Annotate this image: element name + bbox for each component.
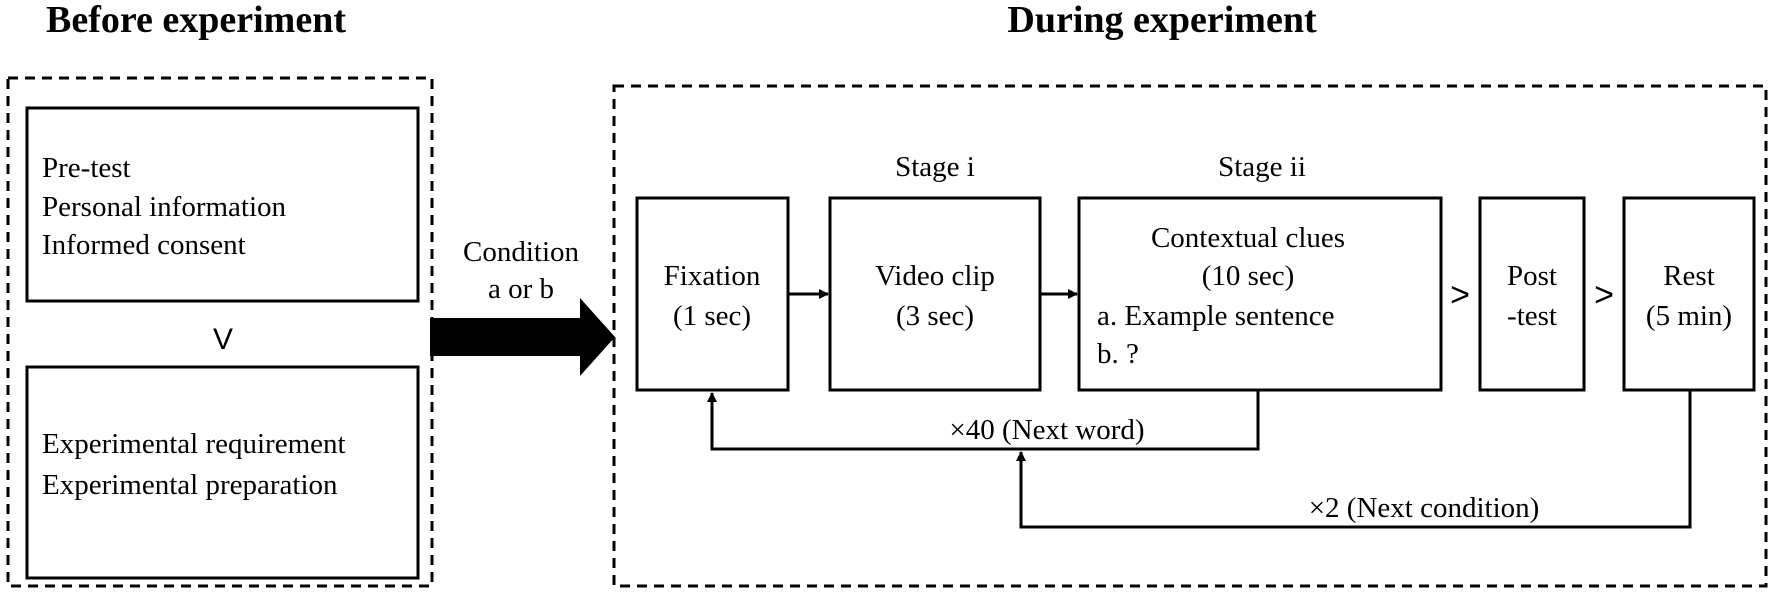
stage-i-label: Stage i xyxy=(895,151,975,183)
fixation-label: Fixation xyxy=(664,260,761,292)
heading-during-experiment: During experiment xyxy=(1007,0,1317,41)
pre-test-line: Pre-test xyxy=(42,152,131,184)
heading-before-experiment: Before experiment xyxy=(46,0,346,41)
personal-information-line: Personal information xyxy=(42,191,287,223)
contextual-clues-label: Contextual clues xyxy=(1151,222,1345,254)
before-separator: V xyxy=(213,323,233,356)
video-clip-duration: (3 sec) xyxy=(896,300,974,332)
contextual-clues-option-a: a. Example sentence xyxy=(1097,300,1335,332)
contextual-clues-duration: (10 sec) xyxy=(1202,260,1295,292)
post-test-label-line1: Post xyxy=(1507,260,1557,292)
before-experiment-frame xyxy=(6,76,434,588)
rest-duration: (5 min) xyxy=(1646,300,1732,332)
separator-posttest-to-rest: > xyxy=(1594,276,1614,314)
inner-loop-label: ×40 (Next word) xyxy=(949,414,1144,446)
rest-box xyxy=(1622,196,1756,392)
condition-label-line2: a or b xyxy=(488,273,554,305)
informed-consent-line: Informed consent xyxy=(42,229,246,261)
video-clip-box xyxy=(828,196,1042,392)
outer-loop-arrow-icon xyxy=(1016,390,1692,529)
rest-label: Rest xyxy=(1663,260,1715,292)
experimental-preparation-line: Experimental preparation xyxy=(42,469,338,501)
separator-clues-to-posttest: > xyxy=(1450,276,1470,314)
transition-arrow-icon xyxy=(430,298,615,376)
pre-test-box xyxy=(25,106,420,303)
condition-label-line1: Condition xyxy=(463,236,580,268)
inner-loop-arrow-icon xyxy=(707,390,1260,451)
contextual-clues-box xyxy=(1077,196,1443,392)
stage-ii-label: Stage ii xyxy=(1218,151,1306,183)
video-clip-label: Video clip xyxy=(875,260,995,292)
fixation-box xyxy=(635,196,790,392)
outer-loop-label: ×2 (Next condition) xyxy=(1309,492,1540,524)
during-experiment-frame xyxy=(612,84,1768,588)
fixation-duration: (1 sec) xyxy=(673,300,751,332)
experimental-requirement-box xyxy=(25,365,420,580)
post-test-box xyxy=(1478,196,1586,392)
contextual-clues-option-b: b. ? xyxy=(1097,338,1139,370)
post-test-label-line2: -test xyxy=(1507,300,1557,332)
experimental-requirement-line: Experimental requirement xyxy=(42,428,346,460)
